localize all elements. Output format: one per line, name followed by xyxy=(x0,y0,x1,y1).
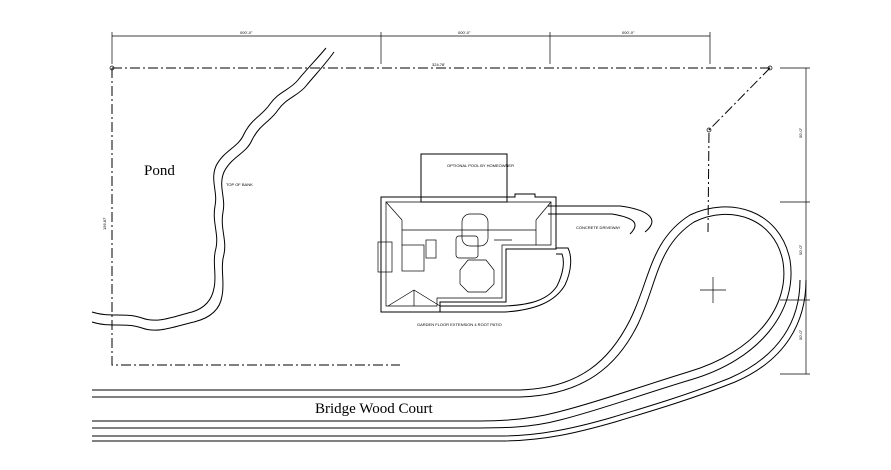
pond-label: Pond xyxy=(144,163,175,179)
driveway: CONCRETE DRIVEWAY xyxy=(430,205,653,313)
right-dimension-string: 00'-0" 00'-0" 00'-0" xyxy=(780,67,810,375)
dim-top-seg-2: 000'-0" xyxy=(458,30,471,35)
top-dimension-string: 000'-0" 000'-0" 000'-0" xyxy=(111,30,711,64)
dim-right-seg-1: 00'-0" xyxy=(798,127,803,138)
optional-pool: OPTIONAL POOL BY HOMEOWNER xyxy=(420,153,514,203)
street-label: Bridge Wood Court xyxy=(315,401,434,417)
concrete-driveway-label: CONCRETE DRIVEWAY xyxy=(576,225,621,230)
house-caption-label: GARDEN FLOOR EXTENSION 4 ROOT PATIO xyxy=(417,322,502,327)
dim-right-seg-3: 00'-0" xyxy=(798,329,803,340)
property-line: 324.78' 156.87' xyxy=(102,62,773,366)
pond-bank: TOP OF BANK xyxy=(91,47,335,331)
dim-left-overall: 156.87' xyxy=(102,217,107,230)
dim-top-seg-3: 000'-0" xyxy=(622,30,635,35)
optional-pool-label: OPTIONAL POOL BY HOMEOWNER xyxy=(447,163,514,168)
top-of-bank-label: TOP OF BANK xyxy=(226,182,253,187)
street: Bridge Wood Court xyxy=(92,206,807,442)
dim-right-seg-2: 00'-0" xyxy=(798,244,803,255)
cul-de-sac-center-mark xyxy=(700,277,726,303)
dim-top-seg-1: 000'-0" xyxy=(240,30,253,35)
house-footprint: GARDEN FLOOR EXTENSION 4 ROOT PATIO xyxy=(377,193,557,327)
dim-top-overall: 324.78' xyxy=(432,62,445,67)
